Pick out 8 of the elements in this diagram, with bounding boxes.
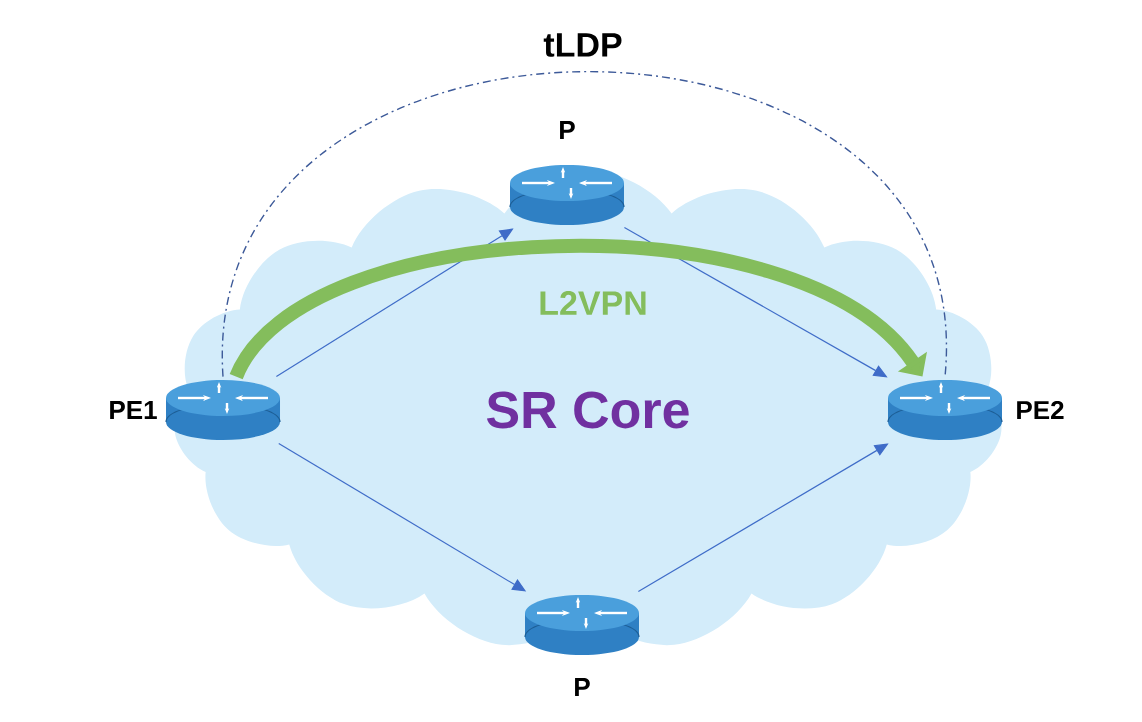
edge-label: tLDP: [541, 31, 625, 59]
node-label: P: [560, 121, 575, 139]
dash-dot-curve: [222, 70, 946, 378]
node-label: PE2: [1017, 400, 1064, 420]
node-label: P: [575, 678, 590, 696]
edge-label: L2VPN: [536, 289, 650, 317]
curved-arrow: [230, 239, 927, 381]
node-label: PE1: [110, 401, 157, 419]
